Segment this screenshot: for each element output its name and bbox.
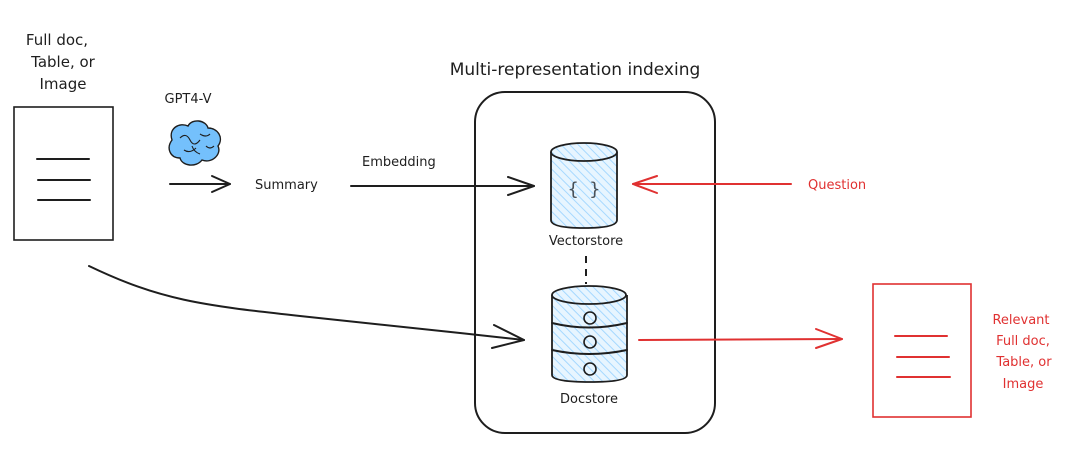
vectorstore-glyph: { } [568,179,601,200]
diagram-title: Multi-representation indexing [450,60,701,80]
docstore-icon [551,285,628,383]
model-label: GPT4-V [165,92,212,107]
vectorstore-icon: { } [550,142,618,229]
source-doc-label: Full doc, Table, or Image [26,31,96,93]
source-doc-label-line-3: Image [40,75,87,93]
embedding-label: Embedding [362,155,436,170]
arrow-summary-to-vectorstore [350,176,535,196]
source-doc-label-line-1: Full doc, [26,31,88,49]
result-doc-label-line-1: Relevant [992,313,1049,328]
arrow-question-to-vectorstore [632,175,792,194]
result-doc-label-line-4: Image [1003,377,1044,392]
source-doc-icon [13,106,114,241]
result-doc-label: Relevant Full doc, Table, or Image [992,313,1052,392]
summary-label: Summary [255,178,318,193]
result-doc-icon [872,283,972,418]
vectorstore-label: Vectorstore [549,234,623,249]
arrow-docstore-to-result [638,328,843,349]
arrow-source-to-docstore [88,265,525,349]
question-label: Question [808,178,866,193]
result-doc-label-line-2: Full doc, [996,334,1050,349]
source-doc-label-line-2: Table, or [30,53,96,71]
brain-icon [168,120,222,166]
result-doc-label-line-3: Table, or [995,355,1052,370]
docstore-label: Docstore [560,392,618,407]
indexing-container [474,91,716,434]
arrow-to-summary [169,175,231,193]
